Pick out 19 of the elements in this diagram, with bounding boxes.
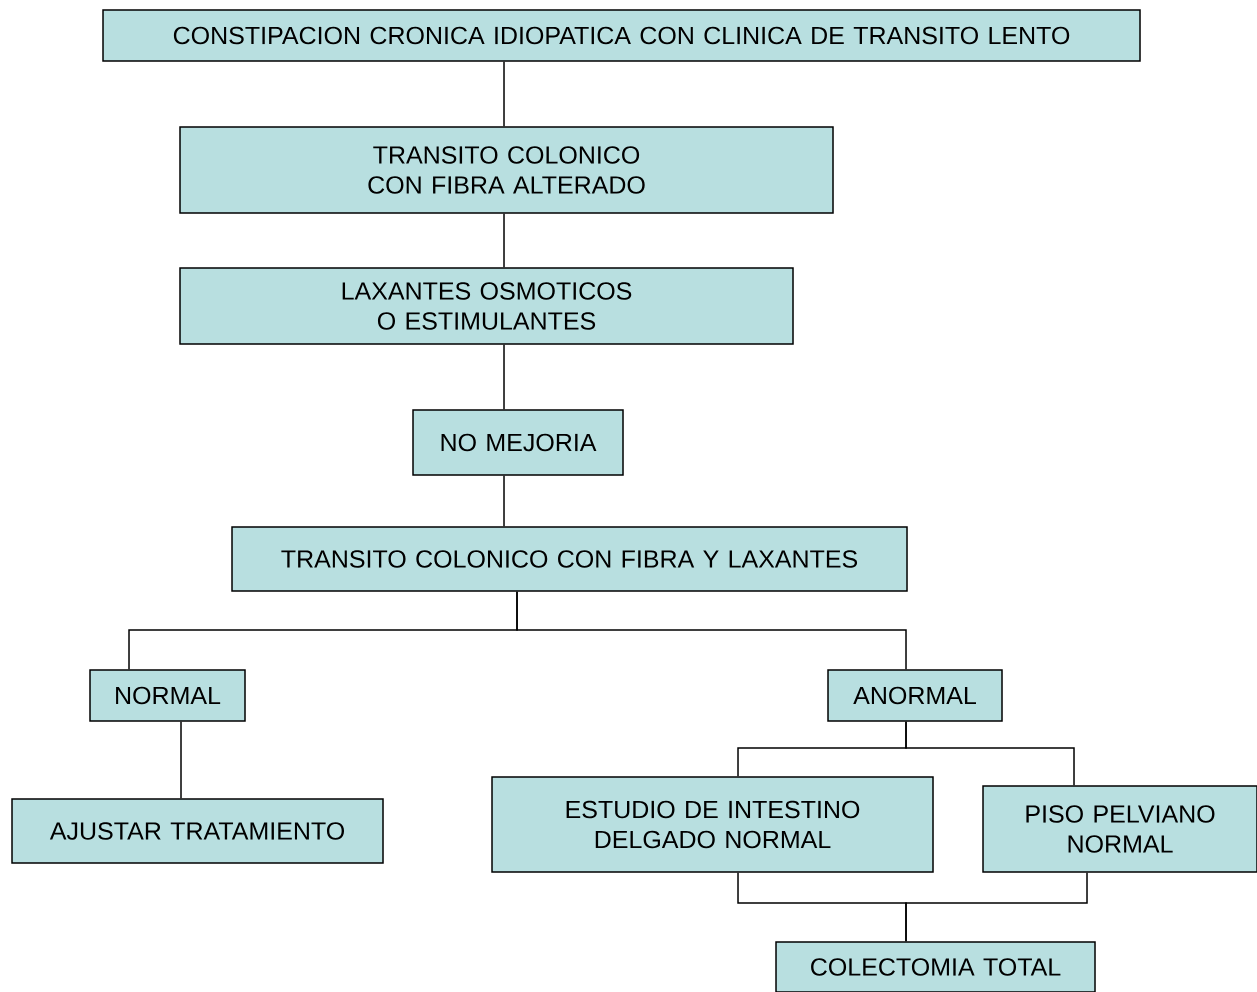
process-box: PISO PELVIANO NORMAL — [982, 785, 1257, 873]
process-box: NORMAL — [89, 669, 246, 722]
process-box: COLECTOMIA TOTAL — [775, 941, 1096, 992]
connector-line — [503, 344, 505, 410]
connector-line — [503, 213, 505, 268]
process-box: TRANSITO COLONICO CON FIBRA Y LAXANTES — [231, 526, 908, 592]
process-box: NO MEJORIA — [412, 409, 624, 476]
connector-line — [516, 591, 907, 670]
connector-line — [503, 475, 505, 527]
connector-line — [180, 721, 182, 799]
connector-line — [905, 872, 1088, 942]
process-box: AJUSTAR TRATAMIENTO — [11, 798, 384, 864]
process-box: ANORMAL — [827, 669, 1003, 722]
connector-line — [905, 721, 1075, 786]
process-box: LAXANTES OSMOTICOS O ESTIMULANTES — [179, 267, 794, 345]
process-box: CONSTIPACION CRONICA IDIOPATICA CON CLINICA DE TRANSITO LENTO — [102, 9, 1141, 62]
connector-line — [503, 61, 505, 127]
process-box: ESTUDIO DE INTESTINO DELGADO NORMAL — [491, 776, 934, 873]
process-box: TRANSITO COLONICO CON FIBRA ALTERADO — [179, 126, 834, 214]
